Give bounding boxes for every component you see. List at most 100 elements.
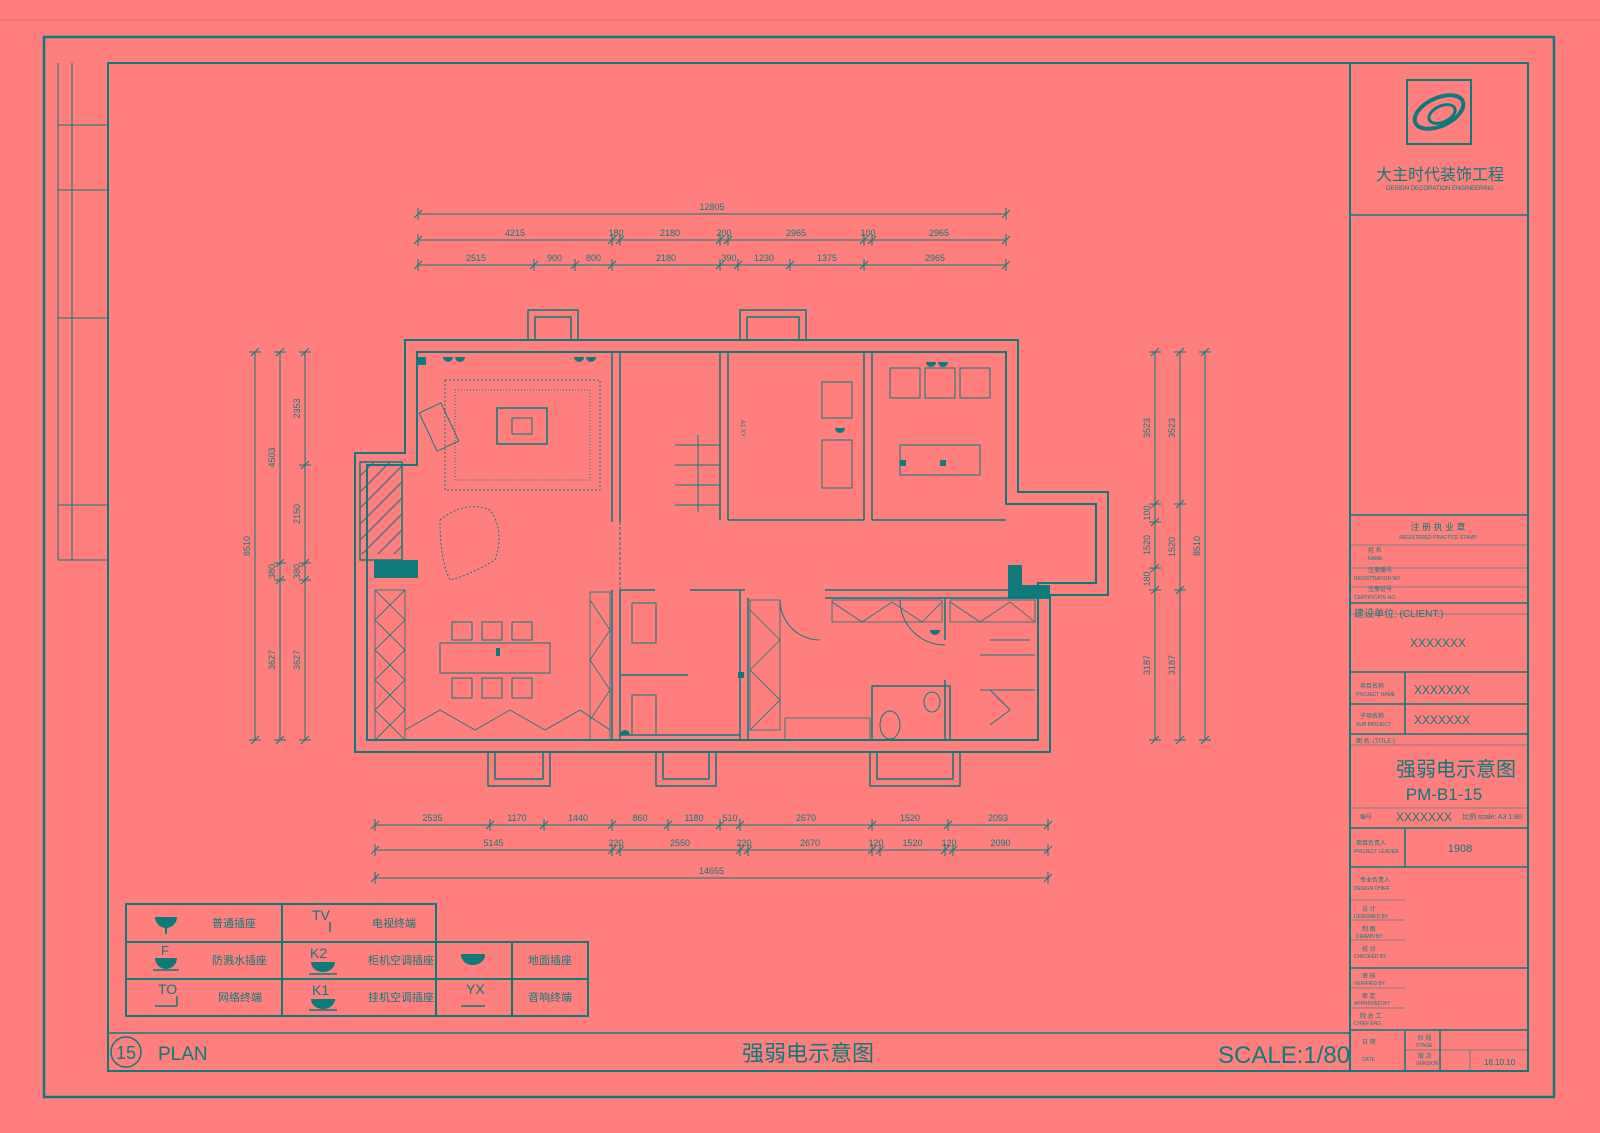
dim-top-row1: 2965	[786, 228, 806, 238]
tv-terminal-icon: TV	[312, 907, 331, 932]
dim-top-row2: 1375	[817, 253, 837, 263]
license-name-label: 姓 名	[1368, 546, 1382, 554]
dim-right-inner: 3187	[1142, 655, 1152, 675]
legend-tv-label: 电视终端	[372, 916, 416, 930]
dim-bottom-row2: 2670	[800, 838, 820, 848]
verified-by-en: VERIFIED BY	[1354, 981, 1386, 987]
dimension-lines	[249, 208, 1211, 884]
dim-bottom-row1: 1170	[507, 813, 526, 823]
dim-right-outer: 3187	[1167, 655, 1177, 675]
company-logo	[1406, 79, 1472, 145]
legend-audio-label: 音响终端	[528, 990, 572, 1004]
footer-title: 强弱电示意图	[742, 1041, 874, 1066]
legend-k2-symbol: K2	[310, 945, 327, 961]
license-reg-label: 注册编号	[1368, 566, 1392, 574]
window-bays	[487, 309, 961, 787]
drawing-code: PM-B1-15	[1406, 785, 1483, 804]
dim-bottom-row1: 1180	[684, 813, 703, 823]
splash-socket-icon: F	[153, 943, 179, 971]
drawing-meta-prefix: 编号	[1360, 813, 1372, 821]
chief-eng-en: CHIEF ENG.	[1354, 1021, 1383, 1027]
license-subtitle: REGISTERED PRACTICE STAMP	[1399, 535, 1477, 541]
legend-tv-symbol: TV	[312, 907, 331, 923]
dim-bottom-row1: 510	[722, 813, 737, 823]
legend-k1-symbol: K1	[312, 982, 329, 998]
drawing-meta-value: XXXXXXX	[1396, 810, 1452, 824]
stairs	[675, 435, 720, 512]
license-reg-en: REGISTRATION NO.	[1354, 576, 1401, 582]
floor-plan: A1 XY	[354, 309, 1109, 787]
license-cert-en: CERTIFICATE NO.	[1354, 595, 1397, 601]
dim-bottom-row1: 2535	[422, 813, 442, 823]
dim-right-total: 8510	[1192, 536, 1202, 556]
license-title: 注 册 执 业 章	[1410, 521, 1465, 532]
dim-top-row2: 900	[547, 253, 562, 263]
wall-fixtures	[418, 357, 948, 735]
checked-by-label: 校 对	[1362, 945, 1376, 953]
dim-bottom-row2: 220	[608, 838, 623, 848]
license-cert-label: 注册证号	[1368, 585, 1392, 593]
drawn-by-en: DRAWN BY	[1356, 934, 1383, 940]
stage-label: 阶 段	[1418, 1034, 1432, 1042]
designed-by-label: 设 计	[1362, 905, 1376, 913]
dim-left-inner: 2150	[292, 504, 302, 524]
dim-right-inner: 3523	[1142, 418, 1152, 438]
design-chief-label: 专业负责人	[1360, 876, 1390, 884]
dim-right-outer: 3523	[1167, 418, 1177, 438]
designed-by-en: DESIGNED BY	[1354, 914, 1389, 920]
client-label: 建设单位: (CLIENT:)	[1354, 607, 1443, 620]
legend: 普通插座 TV 电视终端 F 防溅水插座 K2 柜机空调插座 地面插座 TO 网…	[125, 903, 589, 1017]
network-terminal-icon: TO	[155, 981, 178, 1007]
dim-left-outer: 380	[267, 564, 277, 579]
dim-bottom-row1: 860	[632, 813, 647, 823]
dim-top-row2: 2180	[656, 253, 676, 263]
legend-splash-symbol: F	[161, 943, 169, 958]
dim-bottom-row2: 220	[736, 838, 751, 848]
dim-bottom-row2: 1520	[902, 838, 922, 848]
checked-by-en: CHECKED BY	[1354, 954, 1387, 960]
dim-bottom-row1: 2670	[796, 813, 816, 823]
drawing-plan-label: PLAN	[158, 1044, 208, 1065]
project-leader-label: 项目负责人	[1356, 839, 1386, 847]
license-name-en: NAME	[1368, 556, 1383, 562]
version-en: VERSION	[1416, 1061, 1439, 1067]
dim-bottom-row1: 1440	[568, 813, 588, 823]
date-en: DATE	[1362, 1057, 1376, 1063]
legend-to-symbol: TO	[158, 981, 177, 997]
legend-splash-label: 防溅水插座	[212, 953, 267, 967]
subproject-label: 子项名称	[1360, 712, 1384, 720]
company-name-cn: 大主时代装饰工程	[1376, 166, 1504, 184]
client-value: XXXXXXX	[1410, 636, 1466, 650]
dim-bottom-total: 14655	[699, 866, 724, 876]
dim-left-inner: 2353	[292, 398, 302, 418]
legend-k2-label: 柜机空调插座	[368, 953, 434, 967]
approved-by-en: APPROVED BY	[1354, 1001, 1391, 1007]
dim-top-row1: 100	[860, 228, 875, 238]
dim-top-row2: 2965	[925, 253, 945, 263]
company-name-en: DESIGN DECORATION ENGINEERING	[1386, 186, 1494, 192]
drawn-by-label: 制 图	[1362, 925, 1376, 933]
legend-yx-symbol: YX	[466, 981, 485, 997]
drawing-name-label: 图 名: (TITLE:)	[1356, 737, 1395, 745]
socket-icon	[155, 917, 177, 934]
drawing-meta-scale: 比例 scale: A3 1:80	[1462, 812, 1522, 821]
binding-strip	[57, 63, 108, 561]
dim-top-row1: 200	[716, 228, 731, 238]
legend-network-label: 网络终端	[218, 990, 262, 1004]
dim-left-inner: 380	[292, 564, 302, 579]
wall-ac-socket-icon: K1	[309, 982, 337, 1011]
subproject-label-en: SUB PROJECT	[1356, 722, 1391, 728]
cabinet-ac-socket-icon: K2	[309, 945, 337, 975]
dining-set	[439, 621, 551, 699]
drawing-title: 强弱电示意图	[1396, 758, 1516, 781]
project-leader-value: 1908	[1448, 843, 1472, 855]
project-label-en: PROJECT NAME	[1356, 692, 1396, 698]
chief-eng-label: 院 总 工	[1360, 1012, 1381, 1020]
sheet-frame	[0, 19, 1600, 1099]
date-label: 日 期	[1362, 1038, 1376, 1046]
dim-top-total: 12805	[699, 202, 724, 212]
dim-top-row1: 2180	[660, 228, 680, 238]
room-label: A1 XY	[739, 420, 745, 437]
stage-en: STAGE	[1416, 1043, 1433, 1049]
